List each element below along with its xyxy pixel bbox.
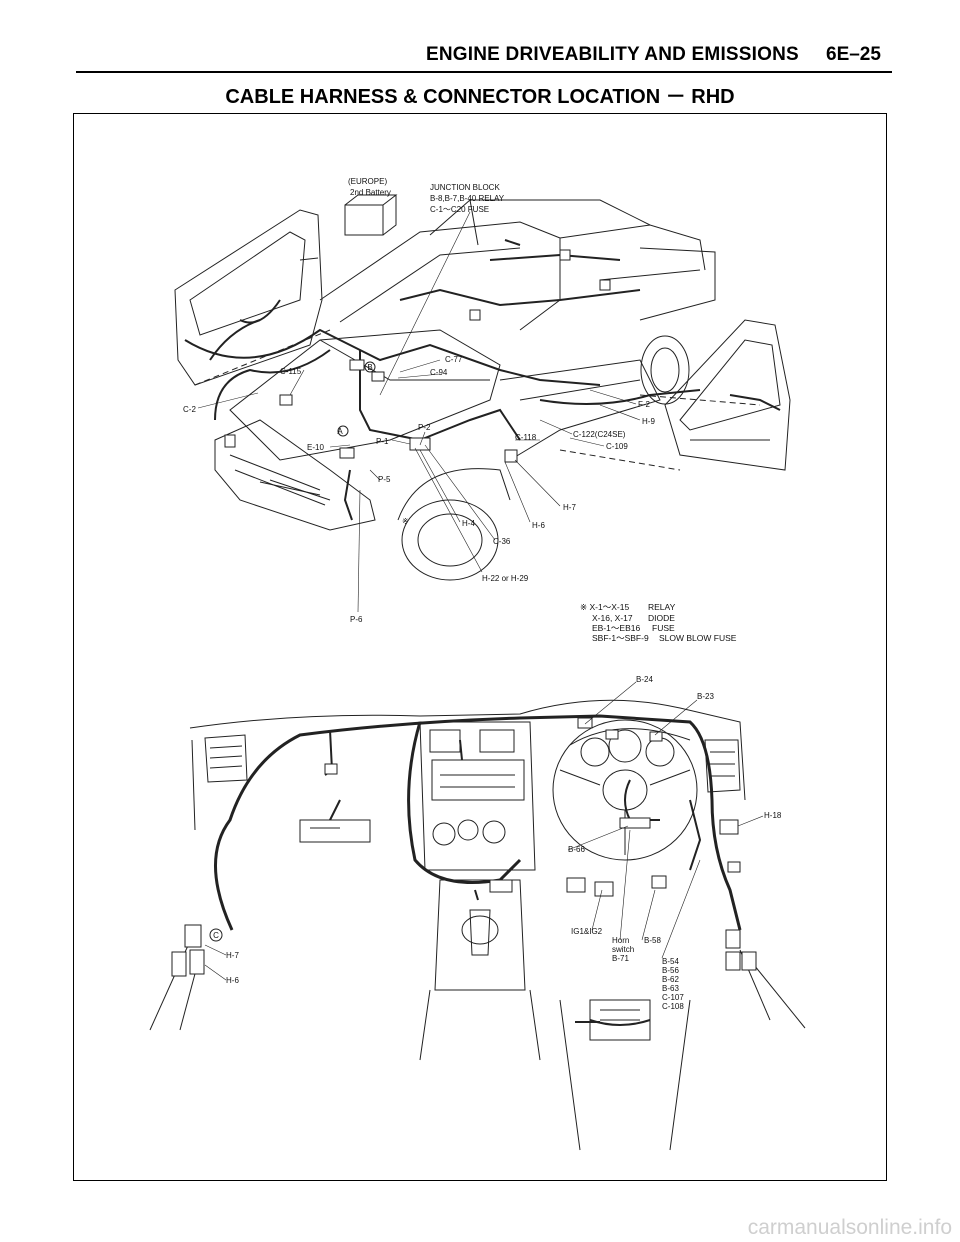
label-group-item: C-107 [662, 993, 684, 1002]
label-p6: P-6 [350, 615, 363, 624]
circle-a-marker [337, 425, 349, 437]
label-f2: F-2 [638, 400, 651, 409]
label-b71: B-71 [612, 954, 629, 963]
circle-c-marker [209, 928, 223, 942]
label-c122: C-122(C24SE) [573, 430, 626, 439]
legend-code: EB-1～EB16 [592, 623, 640, 633]
label-p1: P-1 [376, 437, 389, 446]
legend-desc: DIODE [648, 613, 675, 623]
label-dash-h7: H-7 [226, 951, 239, 960]
label-circle-b: B [367, 363, 372, 372]
label-group-item: B-62 [662, 975, 679, 984]
footer: carmanualsonline.info [0, 1214, 960, 1242]
watermark: carmanualsonline.info [747, 1216, 952, 1239]
legend-desc: RELAY [648, 602, 676, 612]
label-c2: C-2 [183, 405, 196, 414]
label-c77: C-77 [445, 355, 463, 364]
page-header: ENGINE DRIVEABILITY AND EMISSIONS 6E–25 [0, 0, 960, 80]
label-europe: (EUROPE) [348, 177, 387, 186]
label-h18: H-18 [764, 811, 782, 820]
label-h7: H-7 [563, 503, 576, 512]
label-c109: C-109 [606, 442, 628, 451]
label-b58: B-58 [644, 936, 661, 945]
label-c94: C-94 [430, 368, 448, 377]
legend-code: ※ X-1～X-15 [580, 602, 629, 612]
label-dash-h6: H-6 [226, 976, 239, 985]
label-c115: C-115 [280, 367, 302, 376]
label-b23: B-23 [697, 692, 714, 701]
label-relays: B-8,B-7,B-40 RELAY [430, 194, 505, 203]
legend: ※ X-1～X-15 RELAY X-16, X-17 DIODE EB-1～E… [580, 602, 737, 643]
label-h9: H-9 [642, 417, 655, 426]
label-p5: P-5 [378, 475, 391, 484]
vehicle-labels: (EUROPE) 2nd Battery JUNCTION BLOCK B-8,… [183, 177, 655, 624]
label-c118: C-118 [515, 433, 537, 442]
page-number: 6E–25 [826, 44, 881, 65]
legend-code: SBF-1～SBF-9 [592, 633, 649, 643]
label-note-mark: ※ [402, 517, 409, 526]
label-junction-block: JUNCTION BLOCK [430, 183, 500, 192]
legend-desc: FUSE [652, 623, 675, 633]
label-group-item: B-56 [662, 966, 679, 975]
legend-desc: SLOW BLOW FUSE [659, 633, 737, 643]
label-b24: B-24 [636, 675, 653, 684]
circle-b-marker [364, 361, 376, 373]
label-circle-c: C [213, 931, 219, 940]
label-h4: H-4 [462, 519, 475, 528]
diagram-title: CABLE HARNESS & CONNECTOR LOCATION － RHD [225, 86, 735, 108]
dashboard-labels: B-24 B-23 H-18 B-66 IG1&IG2 Horn switch … [213, 675, 782, 1011]
label-ig1-ig2: IG1&IG2 [571, 927, 603, 936]
label-h22-h29: H-22 or H-29 [482, 574, 529, 583]
legend-code: X-16, X-17 [592, 613, 633, 623]
label-group-item: B-54 [662, 957, 679, 966]
label-c36: C-36 [493, 537, 511, 546]
label-2nd-battery: 2nd Battery [350, 188, 391, 197]
label-circle-a: A [337, 427, 343, 436]
label-fuses: C-1～C20 FUSE [430, 205, 489, 214]
diagram-frame [73, 113, 887, 1181]
label-h6: H-6 [532, 521, 545, 530]
label-group-item: C-108 [662, 1002, 684, 1011]
dashboard-illustration [149, 681, 806, 1151]
label-b66: B-66 [568, 845, 585, 854]
label-switch: switch [612, 945, 634, 954]
label-horn: Horn [612, 936, 629, 945]
header-title: ENGINE DRIVEABILITY AND EMISSIONS [426, 44, 799, 65]
vehicle-illustration [174, 194, 791, 613]
label-e10: E-10 [307, 443, 324, 452]
label-p2: P-2 [418, 423, 431, 432]
header-rule [76, 71, 892, 73]
label-group-item: B-63 [662, 984, 679, 993]
